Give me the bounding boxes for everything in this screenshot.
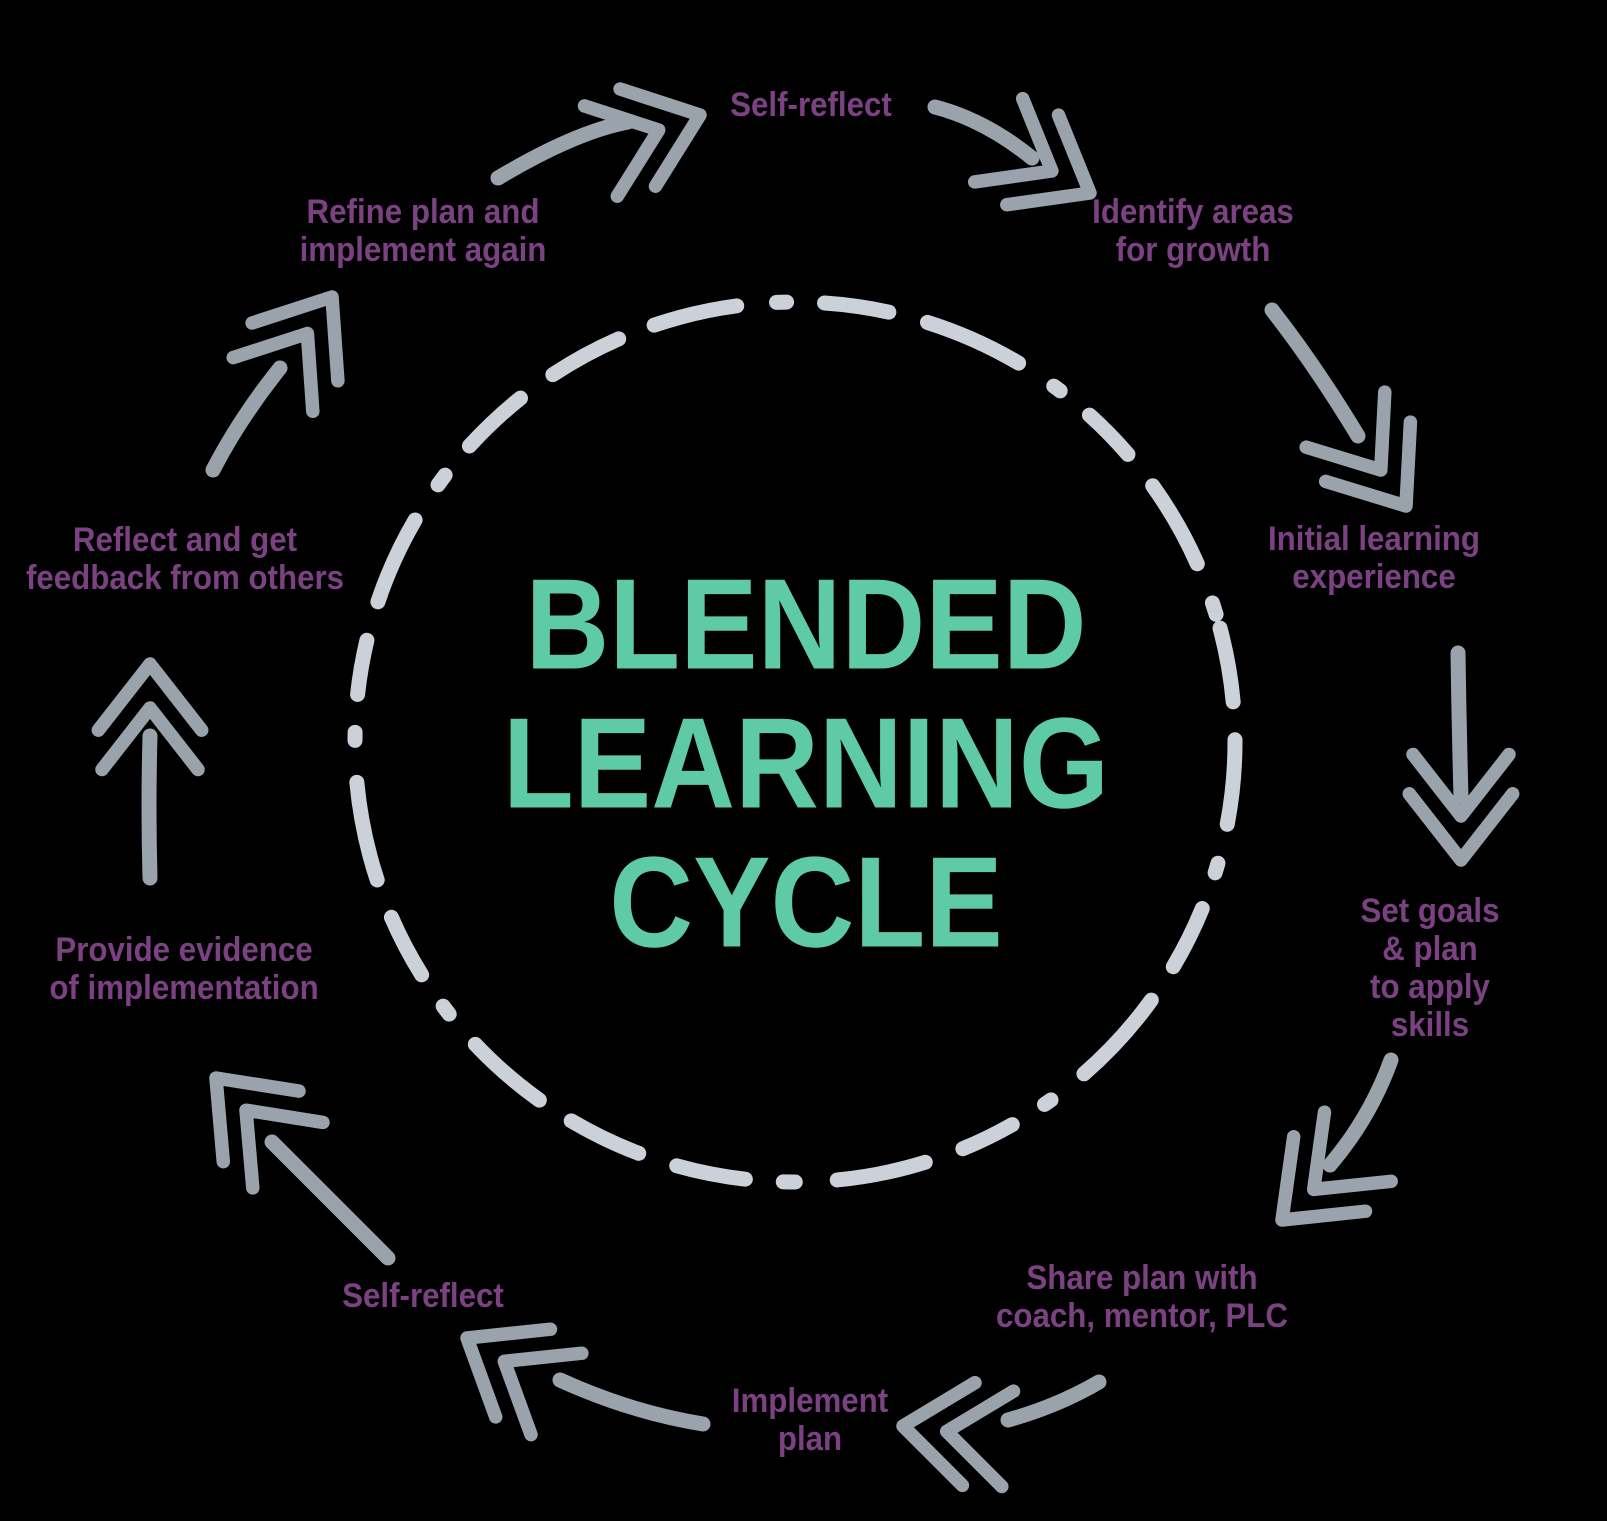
arrow-reflect-feedback-to-refine-plan bbox=[205, 290, 345, 478]
step-self-reflect-bottom: Self-reflect bbox=[342, 1277, 504, 1315]
arrow-set-goals-to-share-plan bbox=[1275, 1052, 1399, 1227]
step-share-plan: Share plan with coach, mentor, PLC bbox=[995, 1259, 1289, 1335]
step-provide-evidence: Provide evidence of implementation bbox=[49, 931, 319, 1007]
arrow-refine-plan-to-self-reflect-top bbox=[490, 82, 707, 203]
step-implement-plan: Implement plan bbox=[731, 1382, 889, 1458]
cycle-title: BLENDED LEARNING CYCLE bbox=[502, 552, 1110, 975]
step-reflect-feedback: Reflect and get feedback from others bbox=[25, 521, 345, 597]
arrow-initial-learning-to-set-goals bbox=[1402, 645, 1520, 867]
arrow-self-reflect-top-to-identify-areas bbox=[927, 91, 1097, 212]
arrow-self-reflect-bottom-to-provide-evidence bbox=[209, 1071, 396, 1266]
step-initial-learning: Initial learning experience bbox=[1267, 520, 1481, 596]
arrow-share-plan-to-implement-plan bbox=[896, 1374, 1107, 1494]
step-set-goals: Set goals & plan to apply skills bbox=[1360, 892, 1500, 1044]
dashed-circle bbox=[347, 294, 1243, 1190]
step-identify-areas: Identify areas for growth bbox=[1092, 193, 1294, 269]
step-refine-plan: Refine plan and implement again bbox=[299, 193, 547, 269]
arrow-provide-evidence-to-reflect-feedback bbox=[91, 657, 209, 886]
arrow-implement-plan-to-self-reflect-bottom bbox=[460, 1322, 711, 1442]
step-self-reflect-top: Self-reflect bbox=[730, 86, 892, 124]
cycle-arrows bbox=[91, 82, 1520, 1494]
arrow-identify-areas-to-initial-learning bbox=[1264, 302, 1418, 513]
